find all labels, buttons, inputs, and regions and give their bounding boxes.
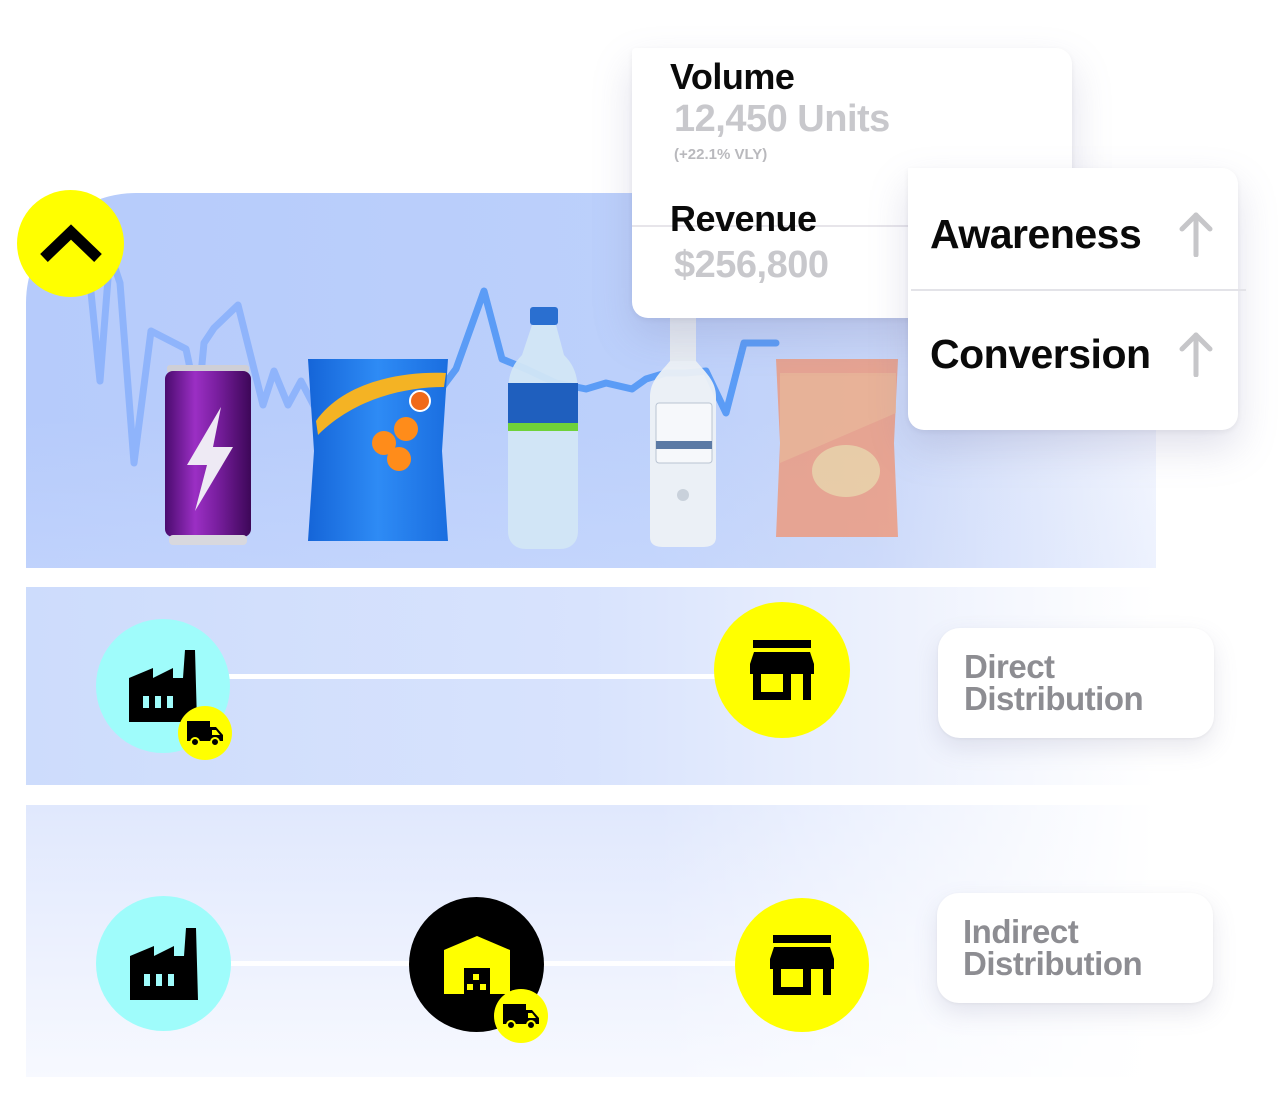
funnel-card: Awareness Conversion: [908, 168, 1246, 430]
chips-bag-image: [776, 359, 898, 537]
direct-distribution-label[interactable]: Direct Distribution: [938, 628, 1214, 738]
factory-icon: [129, 650, 197, 722]
truck-icon: [503, 1004, 539, 1030]
revenue-value: $256,800: [674, 244, 829, 286]
awareness-label: Awareness: [930, 210, 1142, 257]
direct-store-node[interactable]: [714, 602, 850, 738]
conversion-label: Conversion: [930, 330, 1151, 377]
direct-connector-line: [226, 674, 726, 679]
volume-label: Volume: [670, 56, 795, 97]
chevron-up-icon: [39, 223, 102, 262]
indirect-distribution-label[interactable]: Indirect Distribution: [937, 893, 1213, 1003]
direct-truck-badge: [178, 706, 232, 760]
indirect-label-line2: Distribution: [963, 945, 1143, 982]
indirect-truck-badge: [494, 989, 548, 1043]
funnel-item-awareness[interactable]: Awareness: [930, 204, 1214, 264]
volume-change: (+22.1% VLY): [674, 146, 768, 163]
funnel-item-conversion[interactable]: Conversion: [930, 324, 1214, 384]
truck-icon: [187, 721, 223, 747]
warehouse-icon: [443, 935, 510, 994]
energy-drink-can-image: [165, 365, 251, 545]
revenue-label: Revenue: [670, 198, 817, 239]
store-icon: [770, 935, 834, 995]
direct-label-line1: Direct: [964, 648, 1055, 685]
water-bottle-image: [508, 307, 578, 549]
collapse-button[interactable]: [17, 190, 124, 297]
glass-bottle-image: [650, 317, 716, 547]
direct-label-line2: Distribution: [964, 680, 1144, 717]
indirect-label-line1: Indirect: [963, 913, 1079, 950]
funnel-divider: [911, 289, 1246, 291]
store-icon: [750, 640, 814, 700]
factory-icon: [129, 927, 198, 1000]
volume-value: 12,450 Units: [674, 98, 890, 140]
indirect-store-node[interactable]: [735, 898, 869, 1032]
snack-bag-image: [308, 359, 448, 541]
arrow-up-icon: [1179, 332, 1213, 377]
indirect-factory-node[interactable]: [96, 896, 231, 1031]
arrow-up-icon: [1179, 212, 1213, 257]
metrics-divider: [632, 225, 908, 227]
